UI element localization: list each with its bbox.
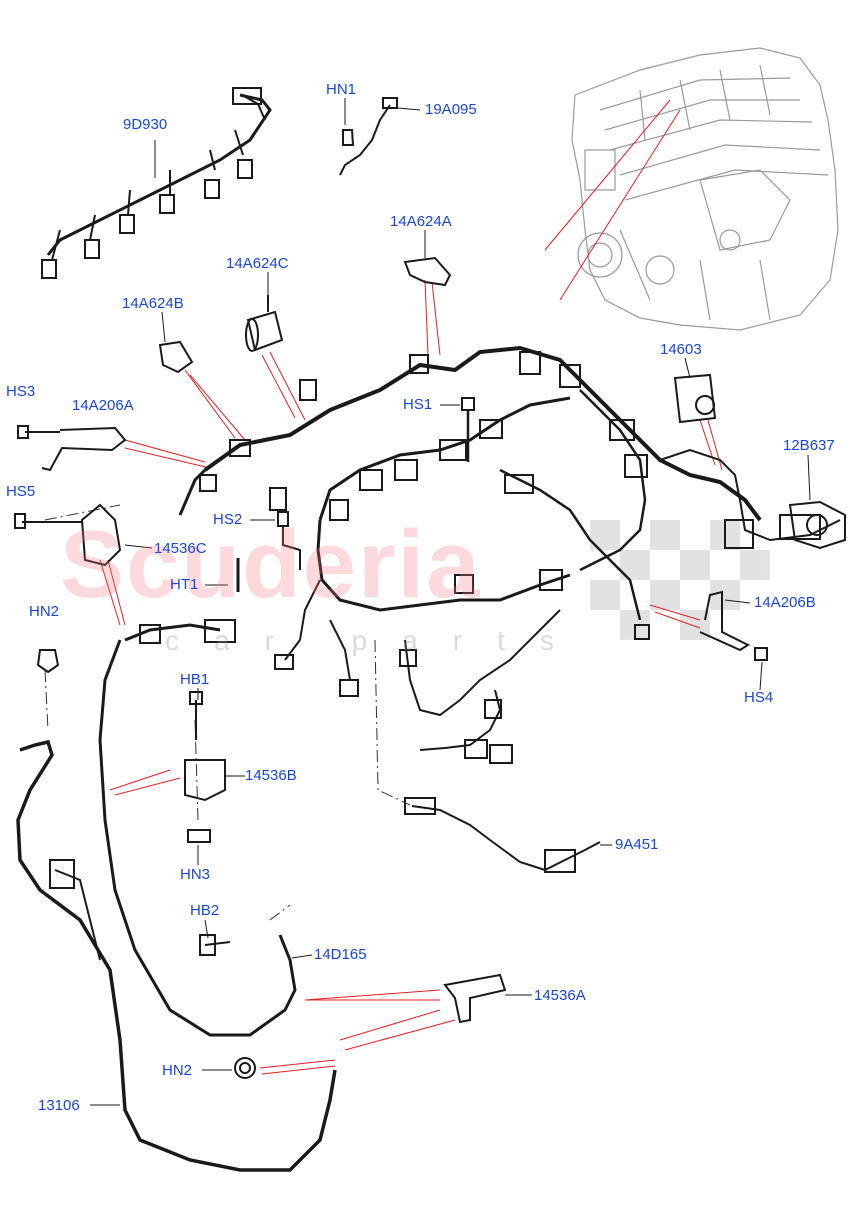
label-HT1: HT1 <box>170 576 199 593</box>
label-14A206A: 14A206A <box>72 397 134 414</box>
label-9D930: 9D930 <box>123 116 168 133</box>
label-HN1: HN1 <box>326 81 357 98</box>
label-ticks <box>90 98 811 1106</box>
label-14D165: 14D165 <box>314 946 367 963</box>
label-HB2: HB2 <box>190 902 220 919</box>
label-HS4: HS4 <box>744 689 774 706</box>
engine-block <box>571 47 839 331</box>
label-19A095: 19A095 <box>425 101 477 118</box>
leader-lines <box>99 99 723 1075</box>
label-HS3: HS3 <box>6 383 36 400</box>
label-HN2-top: HN2 <box>29 603 60 620</box>
label-HN3: HN3 <box>180 866 211 883</box>
label-14536A: 14536A <box>534 987 586 1004</box>
label-HB1: HB1 <box>180 671 210 688</box>
label-13106: 13106 <box>38 1097 80 1114</box>
label-14A624C: 14A624C <box>226 255 289 272</box>
label-14536B: 14536B <box>245 767 297 784</box>
label-14A624B: 14A624B <box>122 295 184 312</box>
label-HS5: HS5 <box>6 483 36 500</box>
label-HN2-bottom: HN2 <box>162 1062 193 1079</box>
harness-lines <box>14 87 846 1172</box>
label-14A206B: 14A206B <box>754 594 816 611</box>
label-9A451: 9A451 <box>615 836 659 853</box>
label-14536C: 14536C <box>154 540 207 557</box>
label-14603: 14603 <box>660 341 702 358</box>
label-12B637: 12B637 <box>783 437 835 454</box>
label-HS2: HS2 <box>213 511 243 528</box>
label-14A624A: 14A624A <box>390 213 452 230</box>
label-HS1: HS1 <box>403 396 433 413</box>
